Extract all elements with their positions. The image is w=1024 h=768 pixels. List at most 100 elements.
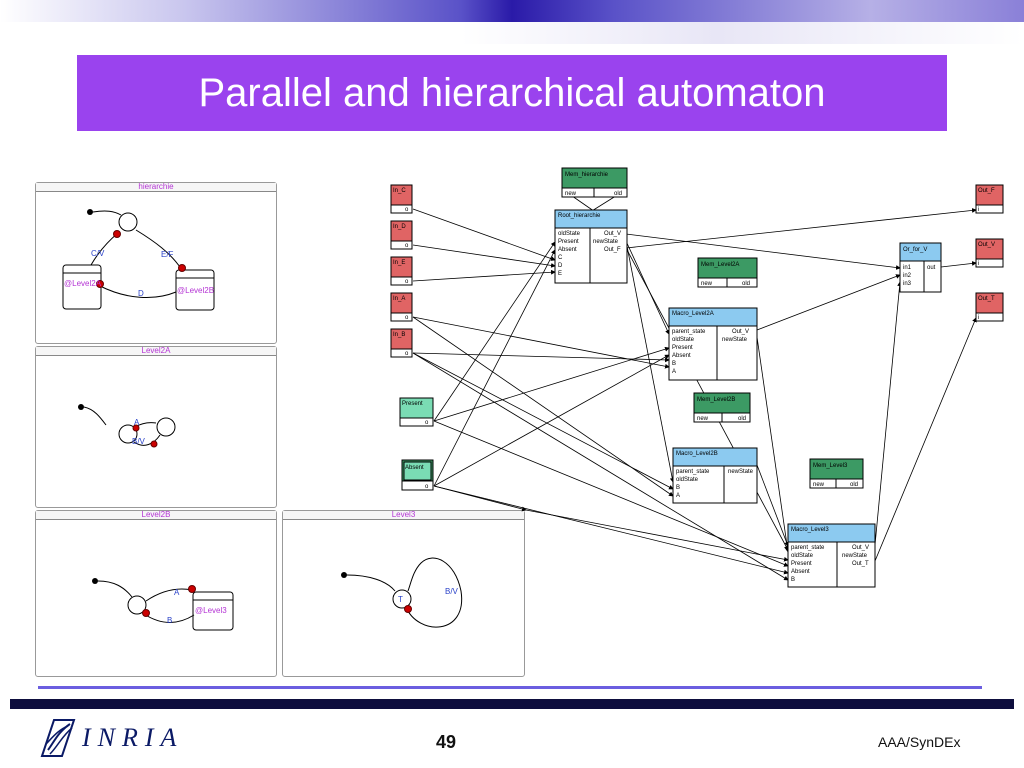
diagram-label: Out_V: [852, 545, 869, 551]
diagram-label: Out_T: [852, 561, 869, 567]
diagram-label: newState: [728, 469, 754, 475]
diagram-label: in2: [903, 273, 912, 279]
state-level2a-2: [156, 417, 176, 437]
edge-label-b: B: [167, 616, 172, 625]
automaton-hierarchie: C/V E/F D @Level2A @Level2B: [62, 209, 215, 311]
diagram-label: newState: [593, 239, 619, 245]
automaton-level3: T B/V: [341, 557, 463, 628]
diagram-label: newState: [722, 337, 748, 343]
panel-level2a: Level2A A B/V: [35, 346, 277, 508]
diagram-label: oldState: [558, 231, 581, 237]
diagram-label: In_D: [393, 224, 406, 230]
state-hierarchie-initial: [118, 212, 138, 232]
diagram-label: A: [672, 369, 676, 375]
panel-level3: Level3 T B/V: [282, 510, 525, 677]
diagram-label: Out_F: [978, 188, 995, 194]
diagram-label: Absent: [405, 465, 424, 471]
diagram-label: Macro_Level2A: [672, 311, 714, 317]
block-or-for-v: Or_for_V in1 in2 in3 out: [899, 242, 942, 293]
diagram-label: Mem_hierarchie: [565, 172, 609, 178]
panel-level2b-title: Level2B: [36, 511, 276, 520]
diagram-label: o: [405, 279, 409, 285]
diagram-label: A: [676, 493, 680, 499]
inria-logo-icon: [40, 719, 76, 757]
diagram-label: In_B: [393, 332, 405, 338]
footer-right-text: AAA/SynDEx: [878, 734, 961, 750]
block-out-t: Out_T i: [975, 292, 1004, 322]
diagram-label: o: [405, 315, 409, 321]
block-in-e: In_E o: [390, 256, 413, 286]
diagram-label: new: [701, 281, 713, 287]
diagram-label: i: [978, 261, 979, 267]
automaton-level2a: A B/V: [78, 404, 176, 448]
block-mem-level3: Mem_Level3 new old: [809, 458, 864, 489]
diagram-label: Absent: [558, 247, 577, 253]
diagram-label: oldState: [791, 553, 814, 559]
panel-hierarchie: hierarchie C/V E/F D @Level2A @Level2B: [35, 182, 277, 344]
block-out-f: Out_F i: [975, 184, 1004, 214]
edge-label-cv: C/V: [91, 249, 105, 258]
state-level3-box: [192, 591, 234, 631]
automaton-level2b: A B @Level3: [92, 578, 234, 631]
state-level2b-box: [175, 269, 215, 311]
slide-title: Parallel and hierarchical automaton: [198, 70, 826, 115]
diagram-label: out: [927, 265, 936, 271]
diagram-label: Root_hierarchie: [558, 213, 601, 219]
edge-label-d: D: [138, 289, 144, 298]
edge-label-a2: A: [174, 588, 180, 597]
diagram-label: parent_state: [791, 545, 825, 551]
block-mem-level2b: Mem_Level2B new old: [693, 392, 751, 423]
diagram-label: Out_V: [978, 242, 995, 248]
edge-label-ef: E/F: [161, 250, 174, 259]
inria-logo: INRIA: [40, 716, 183, 760]
diagram-label: o: [425, 420, 429, 426]
inria-logo-text: INRIA: [82, 723, 184, 752]
footer-divider: [38, 686, 982, 689]
state-label-level3: @Level3: [195, 606, 227, 615]
panel-level3-title: Level3: [283, 511, 524, 520]
diagram-label: In_E: [393, 260, 405, 266]
diagram-label: o: [405, 207, 409, 213]
diagram-label: oldState: [672, 337, 695, 343]
panel-hierarchie-title: hierarchie: [36, 183, 276, 192]
diagram-label: Present: [558, 239, 579, 245]
diagram-label: In_C: [393, 188, 406, 194]
state-level2b-1: [127, 595, 147, 615]
block-present: Present o: [399, 397, 434, 427]
edge-label-bv: B/V: [132, 437, 146, 446]
diagram-label: Absent: [791, 569, 810, 575]
block-in-a: In_A o: [390, 292, 413, 322]
diagram-label: Macro_Level2B: [676, 451, 718, 457]
diagram-label: Macro_Level3: [791, 527, 829, 533]
diagram-label: Mem_Level2A: [701, 262, 739, 268]
diagram-label: Out_V: [732, 329, 749, 335]
diagram-label: newState: [842, 553, 868, 559]
diagram-label: i: [978, 207, 979, 213]
page-number: 49: [436, 732, 457, 752]
diagram-label: Present: [791, 561, 812, 567]
block-mem-hierarchie: Mem_hierarchie new old: [561, 167, 628, 198]
state-label-level2b: @Level2B: [177, 286, 214, 295]
state-level3-t: [392, 589, 412, 609]
diagram-label: old: [738, 416, 746, 422]
diagram-label: In_A: [393, 296, 405, 302]
sub-gradient-band: [0, 22, 1024, 44]
edge-label-bv2: B/V: [445, 587, 459, 596]
diagram-label: Present: [402, 401, 423, 407]
diagram-label: in1: [903, 265, 912, 271]
diagram-label: parent_state: [676, 469, 710, 475]
diagram-label: Absent: [672, 353, 691, 359]
diagram-label: D: [558, 263, 563, 269]
block-mem-level2a: Mem_Level2A new old: [697, 257, 758, 288]
footer-bar: [10, 699, 1014, 709]
diagram-label: new: [565, 191, 577, 197]
diagram-label: in3: [903, 281, 912, 287]
diagram-label: Out_F: [604, 247, 621, 253]
diagram-label: o: [405, 351, 409, 357]
title-banner: Parallel and hierarchical automaton: [77, 55, 947, 131]
diagram-label: old: [614, 191, 622, 197]
block-out-v: Out_V i: [975, 238, 1004, 268]
block-root-hierarchie: Root_hierarchie oldState Present Absent …: [554, 209, 628, 284]
diagram-label: B: [676, 485, 680, 491]
diagram-label: old: [850, 482, 858, 488]
